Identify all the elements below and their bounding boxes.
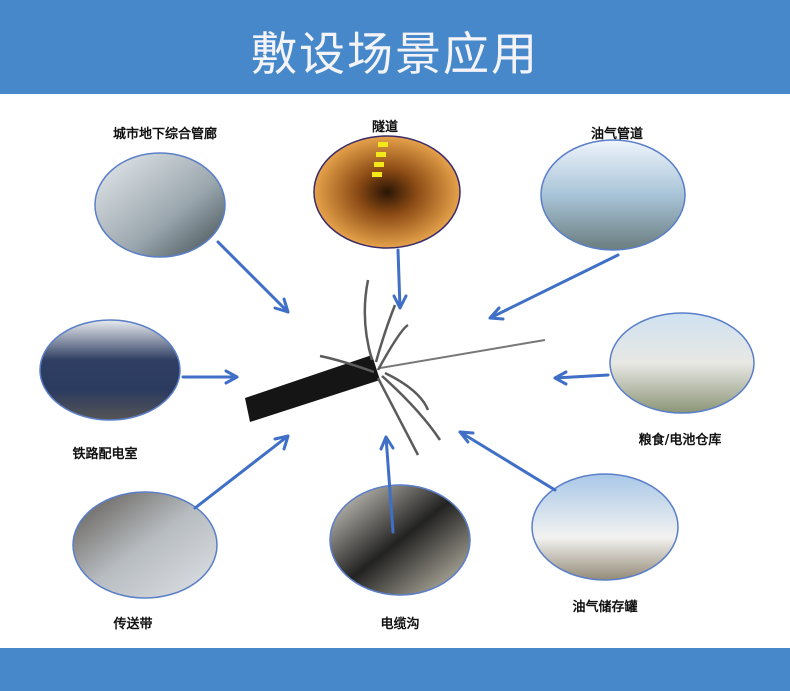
arrow-icon	[193, 434, 290, 510]
cable-illustration	[245, 279, 546, 456]
arrow-icon	[216, 240, 290, 314]
footer-banner	[0, 648, 790, 691]
scene-label-cable-trench: 电缆沟	[380, 617, 420, 632]
header-banner: 敷设场景应用	[0, 0, 790, 94]
arrow-icon	[181, 369, 239, 385]
scene-label-tunnel: 隧道	[371, 120, 399, 135]
arrow-icon	[488, 253, 620, 321]
railway-car-photo	[39, 319, 181, 421]
tunnel-photo	[313, 135, 461, 249]
storage-tank-photo	[531, 473, 679, 581]
scene-label-storage-tank: 油气储存罐	[572, 600, 638, 615]
conveyor-belt-photo	[72, 491, 218, 599]
scene-label-warehouse: 粮食/电池仓库	[638, 433, 722, 448]
cable-trench-photo	[329, 484, 471, 596]
scene-photos	[39, 135, 755, 599]
scene-label-railway: 铁路配电室	[72, 447, 138, 462]
oil-gas-pipeline-photo	[540, 139, 686, 251]
page-title: 敷设场景应用	[251, 27, 539, 81]
scene-label-utility-tunnel: 城市地下综合管廊	[112, 127, 218, 142]
arrows	[181, 240, 620, 534]
scene-label-conveyor: 传送带	[113, 617, 153, 632]
silo-warehouse-photo	[609, 312, 755, 414]
arrow-icon	[553, 370, 610, 386]
utility-tunnel-photo	[94, 152, 226, 258]
arrow-icon	[379, 435, 395, 534]
arrow-icon	[458, 430, 557, 492]
arrow-icon	[392, 248, 408, 310]
scene-label-oil-gas-pipeline: 油气管道	[590, 127, 644, 142]
